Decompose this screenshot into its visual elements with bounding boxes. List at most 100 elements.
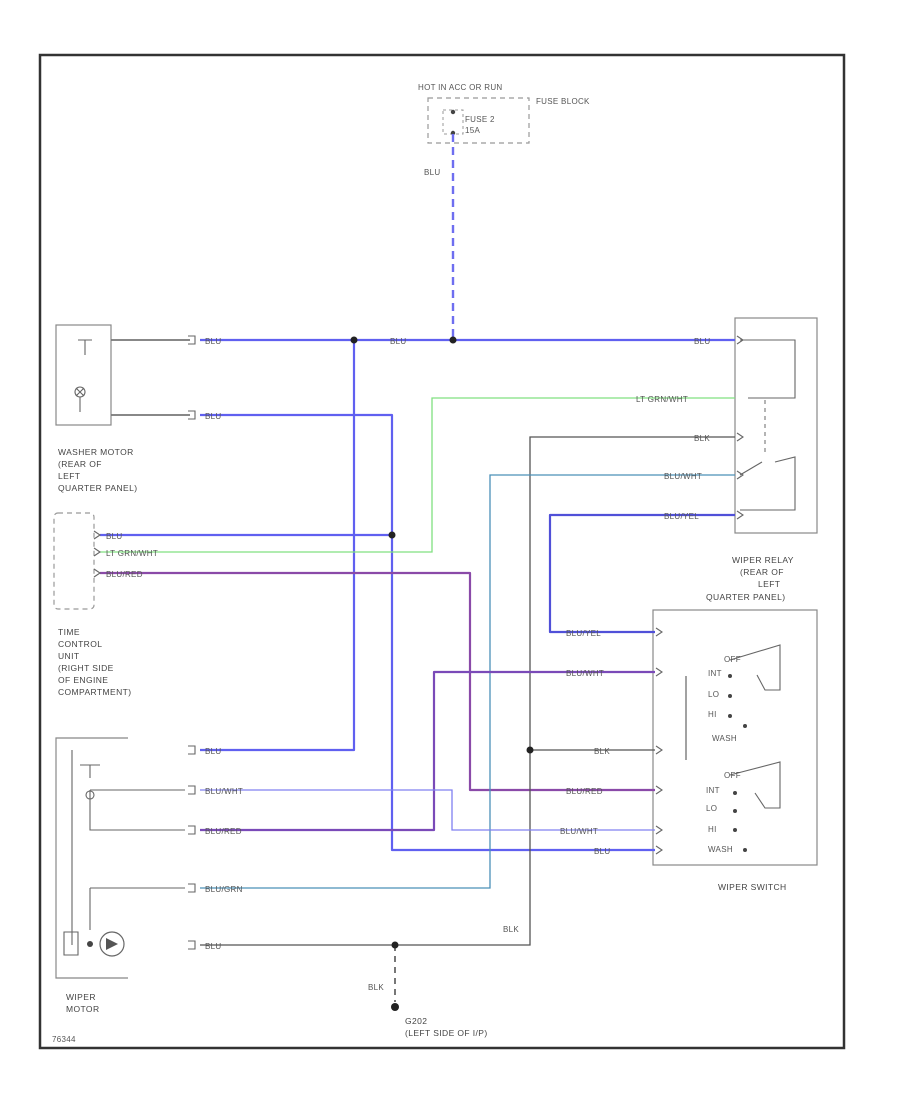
footer-code: 76344: [52, 1035, 76, 1044]
wiper-relay: WIPER RELAY (REAR OF LEFT QUARTER PANEL): [706, 317, 818, 602]
lbl-tcu-blu-red: BLU/RED: [106, 570, 143, 579]
conn-mot-2: [188, 785, 196, 795]
junction-blu-2: [449, 336, 457, 344]
wiper-motor-terminal-symbol: [80, 764, 100, 778]
lbl-relay-blk: BLK: [694, 434, 710, 443]
lbl-mot-blu-wht: BLU/WHT: [205, 787, 243, 796]
conn-wm-1: [188, 335, 196, 345]
sw-upper-wash: WASH: [712, 734, 737, 743]
sw-upper-int: INT: [708, 669, 722, 678]
connectors: [93, 335, 744, 950]
conn-relay-4: [736, 510, 744, 520]
junction-blu-1: [350, 336, 358, 344]
wire-blk-relay-ground: [200, 436, 735, 946]
conn-mot-4: [188, 883, 196, 893]
lbl-wm-blu2: BLU: [205, 412, 221, 421]
conn-relay-3: [736, 470, 744, 480]
sw-upper-lo-dot: [728, 694, 732, 698]
lbl-relay-blu-wht: BLU/WHT: [664, 472, 702, 481]
wiper-motor-park-lead: [89, 790, 185, 831]
ground-label-0: G202: [405, 1016, 427, 1026]
lbl-mid-blu: BLU: [390, 337, 406, 346]
sw-upper-wash-dot: [743, 724, 747, 728]
lbl-sw-blu-wht2: BLU/WHT: [560, 827, 598, 836]
conn-mot-3: [188, 825, 196, 835]
sw-lower-off: OFF: [724, 771, 741, 780]
wire-blu-to-wiper-motor: [200, 340, 356, 752]
tcu-label-5: COMPARTMENT): [58, 687, 131, 697]
conn-relay-1: [736, 335, 744, 345]
wiper-switch-box: [652, 609, 818, 866]
wiper-motor-symbol: [99, 931, 125, 957]
wire-blu-wht-relay-motor: [200, 474, 735, 889]
lbl-tcu-lt-grn: LT GRN/WHT: [106, 549, 158, 558]
conn-sw-2: [655, 667, 663, 677]
junction-blk-2: [391, 941, 399, 949]
lbl-mot-blu2: BLU: [205, 942, 221, 951]
blk-wire-label: BLK: [503, 925, 519, 934]
relay-label-2: LEFT: [758, 579, 780, 589]
lbl-wm-blu: BLU: [205, 337, 221, 346]
relay-label-3: QUARTER PANEL): [706, 592, 785, 602]
fuse-block: HOT IN ACC OR RUN FUSE 2 15A FUSE BLOCK: [418, 83, 590, 144]
wire-blu-yel-relay-switch: [548, 513, 735, 634]
conn-sw-4: [655, 785, 663, 795]
wiper-motor-label-1: MOTOR: [66, 1004, 99, 1014]
conn-tcu-2: [93, 547, 101, 557]
washer-motor-label-2: LEFT: [58, 471, 80, 481]
sw-lower-hi: HI: [708, 825, 717, 834]
washer-motor-label-3: QUARTER PANEL): [58, 483, 137, 493]
conn-sw-6: [655, 845, 663, 855]
wiper-motor-junction: [87, 941, 93, 947]
wire-blu-red-switch-motor: [200, 670, 655, 832]
fuse-feed-label: BLU: [424, 168, 440, 177]
lbl-tcu-blu: BLU: [106, 532, 122, 541]
tcu-label-3: (RIGHT SIDE: [58, 663, 114, 673]
sw-lower-lo-dot: [733, 809, 737, 813]
wire-blu-wht-motor-switch: [200, 789, 655, 831]
fuse-amps: 15A: [465, 126, 480, 135]
lbl-sw-blu-wht: BLU/WHT: [566, 669, 604, 678]
conn-mot-1: [188, 745, 196, 755]
sw-lower-hi-dot: [733, 828, 737, 832]
relay-coil-loop: [740, 339, 796, 399]
wiper-motor: WIPER MOTOR: [55, 737, 185, 1014]
time-control-unit: TIME CONTROL UNIT (RIGHT SIDE OF ENGINE …: [53, 512, 131, 697]
tcu-label-1: CONTROL: [58, 639, 102, 649]
wire-tcu-blu-red: [100, 571, 655, 792]
fuse-terminal-top: [450, 109, 456, 115]
ground-label-1: (LEFT SIDE OF I/P): [405, 1028, 488, 1038]
wiper-motor-arrow: [106, 938, 118, 950]
relay-label-1: (REAR OF: [740, 567, 784, 577]
lbl-mot-blu-grn: BLU/GRN: [205, 885, 243, 894]
tcu-label-0: TIME: [58, 627, 80, 637]
wiper-switch: OFF INT LO HI WASH OFF INT LO HI WASH WI…: [652, 609, 818, 892]
washer-motor: WASHER MOTOR (REAR OF LEFT QUARTER PANEL…: [55, 324, 190, 493]
fuse-block-name: FUSE BLOCK: [536, 97, 590, 106]
sw-upper-lo: LO: [708, 690, 719, 699]
conn-wm-2: [188, 410, 196, 420]
wiper-motor-outline: [55, 737, 128, 979]
wiper-switch-label: WIPER SWITCH: [718, 882, 787, 892]
relay-label-0: WIPER RELAY: [732, 555, 794, 565]
sw-lower-wash: WASH: [708, 845, 733, 854]
sw-lower-int: INT: [706, 786, 720, 795]
junction-blu-3: [388, 531, 396, 539]
wiper-motor-brush: [63, 931, 79, 956]
wiper-relay-box: [734, 317, 818, 534]
conn-tcu-3: [93, 568, 101, 578]
lbl-sw-blk: BLK: [594, 747, 610, 756]
diagram-frame: [38, 53, 846, 1050]
lbl-sw-blu-yel: BLU/YEL: [566, 629, 601, 638]
switch-upper-contact: [729, 644, 781, 691]
lbl-relay-lt-grn: LT GRN/WHT: [636, 395, 688, 404]
sw-lower-int-dot: [733, 791, 737, 795]
junction-blk-1: [526, 746, 534, 754]
conn-tcu-1: [93, 530, 101, 540]
ground-point: [391, 1003, 399, 1011]
tcu-label-2: UNIT: [58, 651, 79, 661]
lbl-relay-blu-yel: BLU/YEL: [664, 512, 699, 521]
lbl-mot-blu: BLU: [205, 747, 221, 756]
switch-lower-contact: [729, 761, 781, 809]
